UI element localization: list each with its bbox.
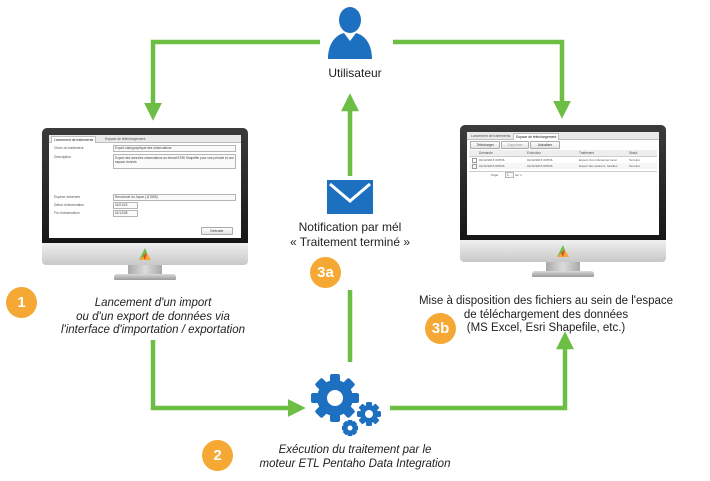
espece-select[interactable]: Renoncule du Japon (117665)	[113, 194, 236, 201]
page-input[interactable]: 1	[505, 172, 514, 178]
notification-line-1: Notification par mél	[298, 220, 402, 234]
user-label: Utilisateur	[328, 66, 382, 80]
step-3b-caption: Mise à disposition des fichiers au sein …	[410, 295, 682, 336]
notification-line-2: « Traitement terminé »	[289, 235, 411, 249]
delete-button[interactable]: Supprimer	[501, 141, 529, 149]
brand-logo-icon	[139, 248, 151, 260]
import-export-screen: Lancement de traitements Espace de téléc…	[49, 135, 241, 238]
left-monitor-foot	[114, 274, 176, 280]
cell-traitement: Export d'un référentiel local	[579, 158, 617, 162]
field-label-espece: Espèce observée	[54, 195, 81, 199]
step-2-caption: Exécution du traitement par le moteur ET…	[240, 444, 470, 471]
user-icon	[328, 7, 372, 59]
field-label-description: Description	[54, 155, 71, 159]
step-1-line-1: Lancement d'un import	[94, 297, 212, 309]
tab-lancement[interactable]: Lancement de traitements	[51, 136, 97, 143]
table-header: Demande Exécution Traitement Statut	[469, 150, 657, 157]
cell-execution: 01/12/2015 09H36	[527, 158, 553, 162]
left-monitor: Lancement de traitements Espace de téléc…	[42, 128, 248, 280]
col-statut: Statut	[629, 151, 638, 155]
right-monitor-foot	[532, 271, 594, 277]
col-traitement: Traitement	[579, 151, 595, 155]
field-label-debut: Début d'observation	[54, 203, 85, 207]
step-2-line-2: moteur ETL Pentaho Data Integration	[259, 457, 451, 470]
cell-demande: 01/12/2015 09H36	[479, 158, 505, 162]
cell-execution: 01/12/2015 09H36	[527, 164, 553, 168]
pager-label: Page	[491, 173, 499, 177]
right-monitor: Lancement de traitements Espace de téléc…	[460, 125, 666, 277]
refresh-button[interactable]: Actualiser	[530, 141, 560, 149]
step-1-line-2: ou d'un export de données via	[76, 310, 230, 323]
col-execution: Exécution	[527, 151, 541, 155]
download-button[interactable]: Télécharger	[470, 141, 500, 149]
step-1-caption: Lancement d'un import ou d'un export de …	[46, 297, 260, 338]
field-label-fin: Fin d'observation	[54, 211, 80, 215]
step-3b-line-2: de téléchargement des données	[463, 308, 629, 321]
arrow-user-to-right-monitor	[393, 39, 571, 119]
step-2-line-1: Exécution du traitement par le	[278, 444, 432, 456]
table-row[interactable]: 01/12/2015 09H36 01/12/2015 09H36 Export…	[469, 157, 657, 163]
arrow-gears-to-right	[390, 331, 574, 411]
col-demande: Demande	[479, 151, 493, 155]
table-row[interactable]: 01/12/2015 09H36 01/12/2015 09H36 Export…	[469, 163, 657, 169]
tab-telechargement[interactable]: Espace de téléchargement	[513, 133, 560, 140]
pager: Page 1 sur 1	[469, 171, 657, 178]
description-field[interactable]: Export des données observations au forma…	[113, 154, 236, 169]
right-monitor-chin	[460, 240, 666, 262]
notification-caption: Notification par mél « Traitement termin…	[272, 220, 428, 250]
row-checkbox[interactable]	[472, 158, 477, 163]
left-monitor-neck	[128, 265, 162, 275]
cell-statut: Terminé	[629, 164, 641, 168]
step-1-line-3: l'interface d'importation / exportation	[60, 324, 246, 336]
step-3b-line-3: (MS Excel, Esri Shapefile, etc.)	[466, 322, 626, 334]
tab-lancement[interactable]: Lancement de traitements	[471, 134, 511, 138]
envelope-icon	[327, 180, 373, 214]
fin-date-input[interactable]: 01/12/08	[113, 210, 138, 217]
execute-button[interactable]: Exécuter	[201, 227, 233, 235]
cell-statut: Terminé	[629, 158, 641, 162]
brand-logo-icon	[557, 245, 569, 257]
tab-telechargement[interactable]: Espace de téléchargement	[105, 137, 146, 141]
arrow-user-to-left-monitor	[144, 39, 320, 121]
left-monitor-chin	[42, 243, 248, 265]
cell-traitement: Export des stations, familles	[579, 164, 618, 168]
debut-date-input[interactable]: 01/01/15	[113, 202, 138, 209]
pager-total: sur 1	[515, 173, 522, 177]
gears-icon	[311, 374, 381, 436]
step-1-badge: 1	[6, 287, 37, 318]
arrow-left-to-gears	[150, 340, 306, 417]
right-screen-tabs: Lancement de traitements Espace de téléc…	[467, 132, 659, 140]
cell-demande: 01/12/2015 09H36	[479, 164, 505, 168]
left-screen-tabs: Lancement de traitements Espace de téléc…	[49, 135, 241, 143]
step-3b-line-1: Mise à disposition des fichiers au sein …	[418, 295, 674, 307]
step-2-badge: 2	[202, 440, 233, 471]
download-space-screen: Lancement de traitements Espace de téléc…	[467, 132, 659, 235]
step-3b-badge: 3b	[425, 313, 456, 344]
row-checkbox[interactable]	[472, 164, 477, 169]
step-3a-badge: 3a	[310, 257, 341, 288]
right-monitor-neck	[546, 262, 580, 272]
traitement-select[interactable]: Export cartographique des observations	[113, 145, 236, 152]
field-label-traitement: Choix du traitement	[54, 146, 84, 150]
